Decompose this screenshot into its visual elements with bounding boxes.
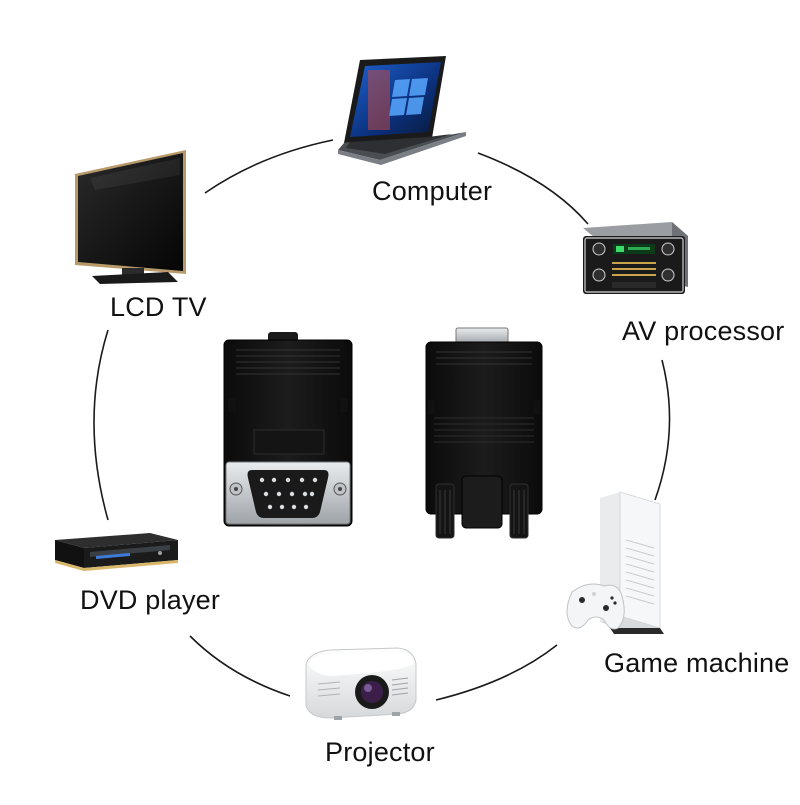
- label-computer: Computer: [372, 176, 493, 206]
- arc-tv-to-computer: [204, 139, 334, 194]
- arc-tv-to-dvd: [93, 329, 109, 521]
- dvd-player-icon: [55, 533, 178, 571]
- arc-av-to-game: [654, 359, 671, 501]
- label-projector: Projector: [325, 737, 435, 767]
- game-console-icon: [566, 491, 664, 634]
- label-av-processor: AV processor: [622, 316, 785, 346]
- connection-ring: [93, 139, 671, 701]
- label-dvd-player: DVD player: [80, 585, 221, 615]
- vga-adapter-rear-icon: [425, 327, 543, 539]
- laptop-icon: [338, 56, 466, 165]
- projector-icon: [305, 647, 417, 720]
- tv-icon: [75, 150, 186, 284]
- arc-dvd-to-projector: [189, 635, 291, 697]
- av-processor-icon: [583, 222, 688, 294]
- arc-game-to-projector: [435, 644, 558, 701]
- label-game-machine: Game machine: [604, 648, 790, 678]
- vga-adapter-icon: [223, 332, 353, 527]
- arc-computer-to-av: [477, 152, 589, 225]
- label-lcd-tv: LCD TV: [110, 292, 207, 322]
